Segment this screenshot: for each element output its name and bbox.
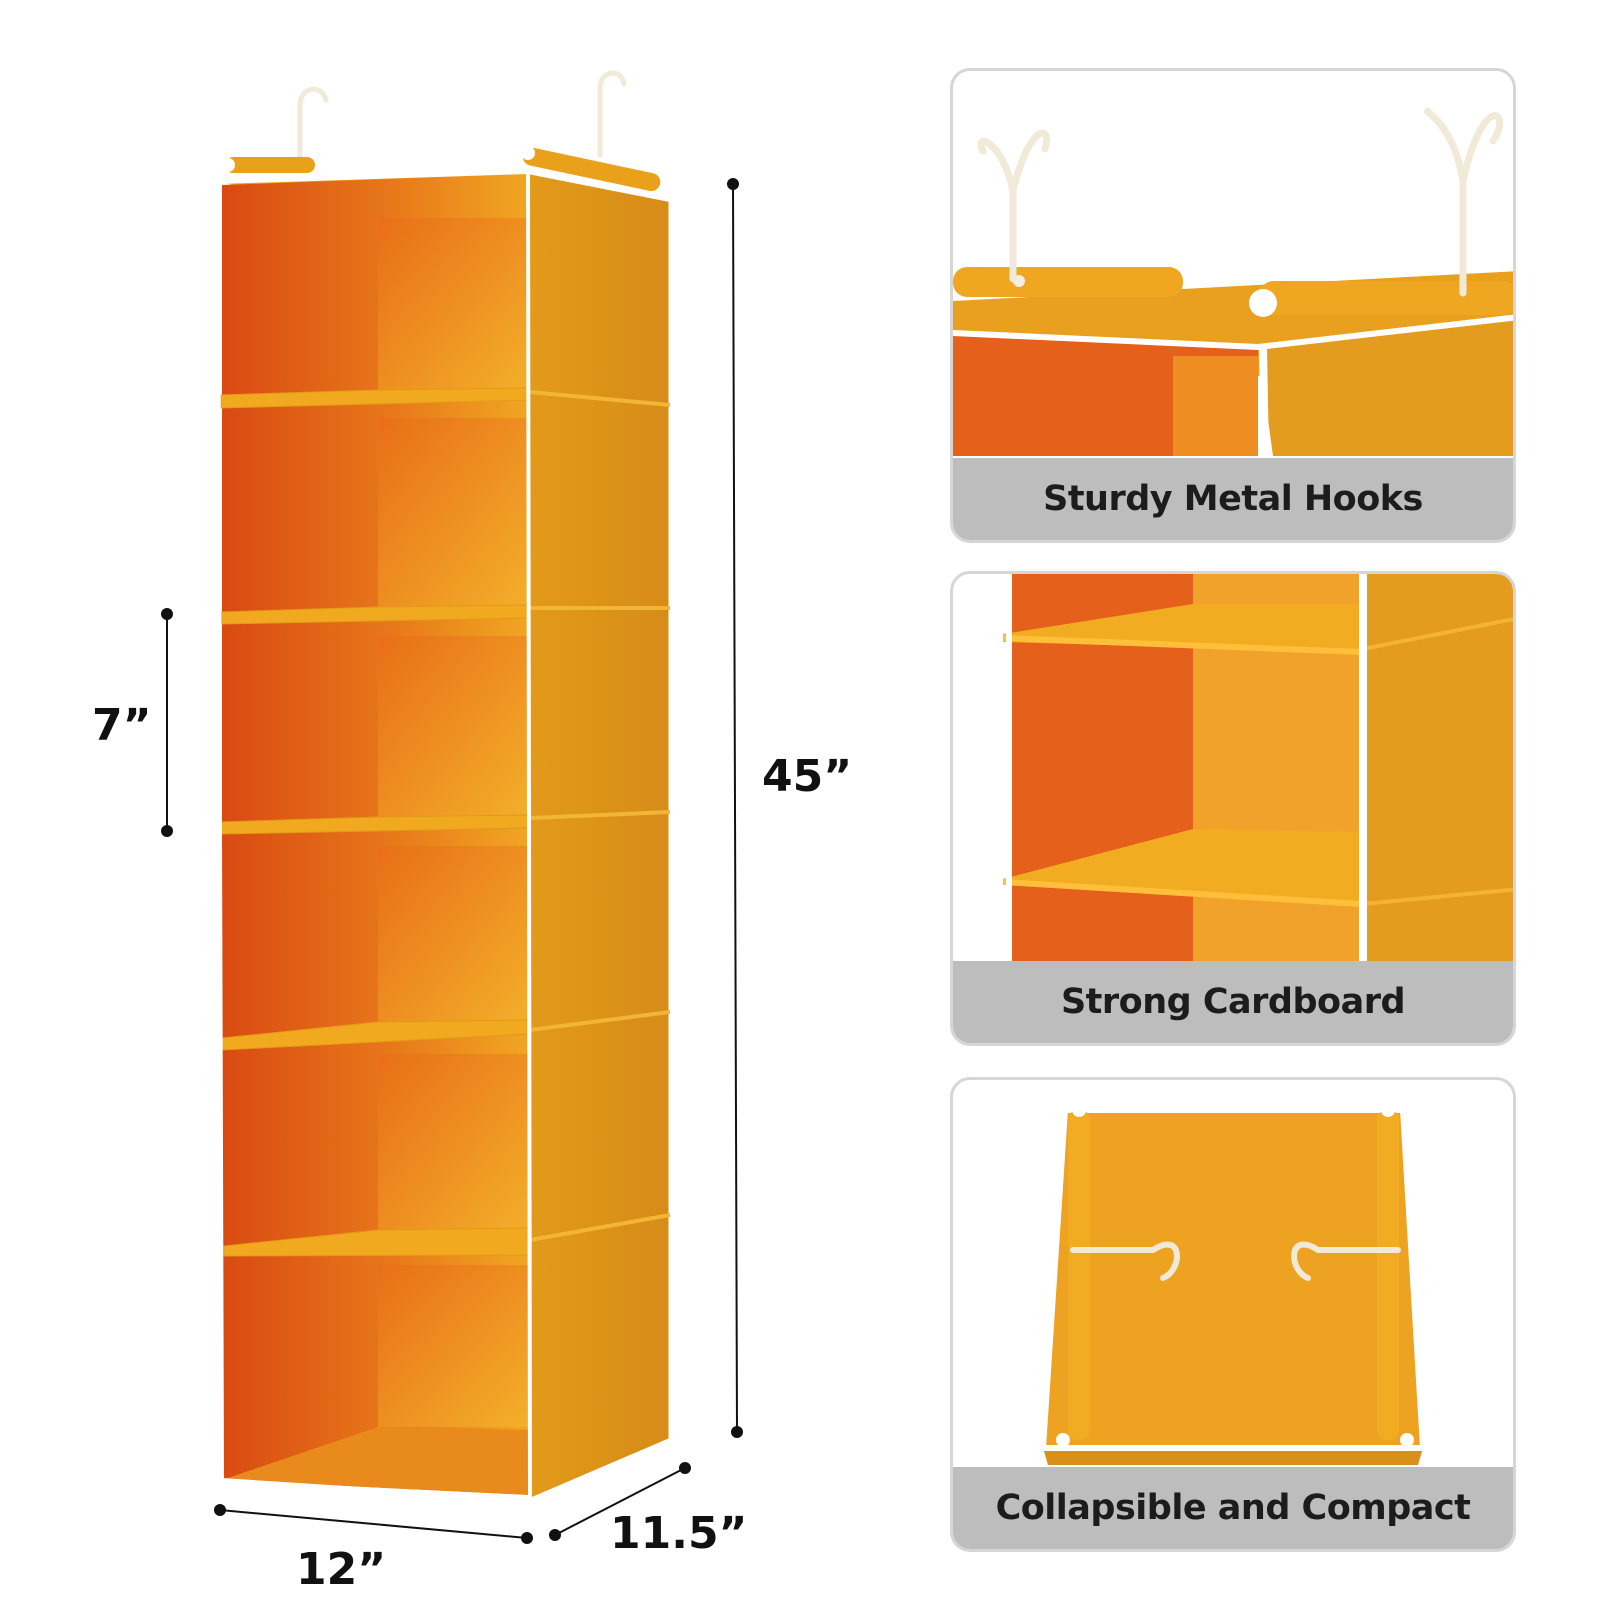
width-dimension-line [214, 1504, 533, 1544]
depth-dimension-line [549, 1462, 691, 1541]
left-top-rod [225, 157, 315, 173]
organizer-illustration [161, 70, 743, 1544]
height-dimension-line [727, 178, 743, 1438]
shelf-closeup-image [1002, 574, 1513, 964]
height-label: 45” [762, 751, 853, 802]
folded-organizer-image [1039, 1103, 1427, 1465]
right-top-rod [522, 147, 661, 192]
feature-card-cardboard: Strong Cardboard [950, 571, 1516, 1046]
compartments [222, 174, 530, 1495]
side-panel [526, 170, 672, 1503]
feature-card-collapsible: Collapsible and Compact [950, 1077, 1516, 1552]
shelf-gap-dimension-line [161, 608, 173, 837]
width-label: 12” [296, 1544, 387, 1595]
left-hook [297, 86, 329, 171]
depth-label: 11.5” [610, 1508, 748, 1559]
feature-caption-collapsible: Collapsible and Compact [953, 1467, 1513, 1549]
right-hook [597, 70, 627, 158]
shelf-gap-label: 7” [92, 700, 152, 751]
hooks-closeup-image [953, 107, 1513, 457]
feature-card-hooks: Sturdy Metal Hooks [950, 68, 1516, 543]
feature-caption-hooks: Sturdy Metal Hooks [953, 458, 1513, 540]
feature-caption-cardboard: Strong Cardboard [953, 961, 1513, 1043]
